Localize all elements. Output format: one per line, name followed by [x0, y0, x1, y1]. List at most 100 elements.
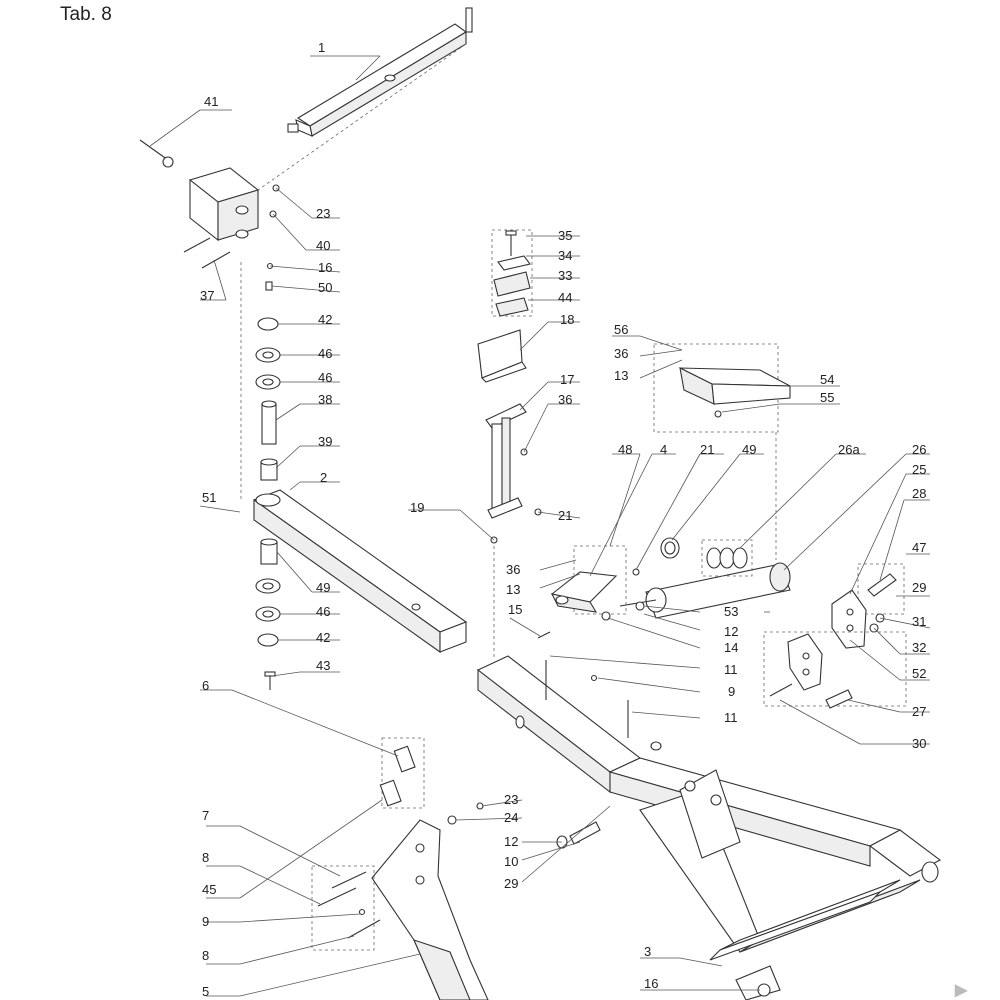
callout-7: 7	[202, 808, 209, 823]
part-15-pin	[537, 631, 551, 639]
part-26-cylinder	[619, 562, 791, 619]
part-46-washer-2	[255, 374, 281, 390]
callout-49: 49	[742, 442, 756, 457]
callout-labels: 1 41 23 40 16 37 50 42 46 46 38 39 51 2 …	[200, 40, 926, 999]
callout-8: 8	[202, 948, 209, 963]
callout-14: 14	[724, 640, 738, 655]
callout-46: 46	[318, 370, 332, 385]
part-38-bushing	[261, 400, 277, 445]
callout-6: 6	[202, 678, 209, 693]
part-44-clamp-half	[495, 297, 529, 317]
part-28-pin	[867, 573, 897, 597]
part-25-plate	[831, 589, 867, 649]
callout-35: 35	[558, 228, 572, 243]
callout-10: 10	[504, 854, 518, 869]
seal-kit-box	[701, 539, 753, 577]
callout-36: 36	[614, 346, 628, 361]
part-10-pin	[569, 821, 601, 845]
callout-42: 42	[318, 312, 332, 327]
callout-3: 3	[644, 944, 651, 959]
part-55-screw	[714, 410, 722, 418]
part-26a-seals	[706, 547, 748, 569]
callout-2: 2	[320, 470, 327, 485]
callout-36: 36	[506, 562, 520, 577]
callout-43: 43	[316, 658, 330, 673]
brand-logo-mark: ▶	[955, 982, 968, 999]
callout-39: 39	[318, 434, 332, 449]
part-33-clamp-half	[493, 271, 531, 297]
part-21-nut-a	[534, 508, 542, 516]
callout-54: 54	[820, 372, 834, 387]
callout-55: 55	[820, 390, 834, 405]
callout-24: 24	[504, 810, 518, 825]
callout-12: 12	[724, 624, 738, 639]
part-1-tow-tube	[287, 7, 473, 137]
callout-15: 15	[508, 602, 522, 617]
group-45-box	[311, 865, 375, 951]
part-52-plate	[787, 633, 823, 691]
callout-21: 21	[558, 508, 572, 523]
part-9-spring-pin	[590, 674, 598, 682]
callout-36: 36	[558, 392, 572, 407]
callout-34: 34	[558, 248, 572, 263]
callout-44: 44	[558, 290, 572, 305]
part-50-fitting	[265, 281, 273, 291]
part-35-bolt	[505, 230, 517, 256]
callout-31: 31	[912, 614, 926, 629]
group-30-box	[763, 631, 907, 707]
callout-18: 18	[560, 312, 574, 327]
part-40-clevis	[188, 167, 260, 242]
part-4-bracket	[550, 571, 618, 613]
callout-23: 23	[504, 792, 518, 807]
callout-9: 9	[202, 914, 209, 929]
hose-clamp-group-box	[491, 229, 533, 317]
callout-40: 40	[316, 238, 330, 253]
callout-26a: 26a	[838, 442, 860, 457]
part-11-pins	[545, 660, 629, 738]
part-18-bracket	[477, 329, 527, 383]
callout-52: 52	[912, 666, 926, 681]
part-14-fitting	[601, 611, 611, 621]
callout-51: 51	[202, 490, 216, 505]
part-2-swivel-arm	[252, 489, 468, 654]
callout-56: 56	[614, 322, 628, 337]
part-42-washer-bottom	[257, 633, 279, 647]
callout-21: 21	[700, 442, 714, 457]
callout-23: 23	[316, 206, 330, 221]
callout-17: 17	[560, 372, 574, 387]
callout-49: 49	[316, 580, 330, 595]
callout-30: 30	[912, 736, 926, 751]
callout-32: 32	[912, 640, 926, 655]
part-9-clip	[358, 908, 366, 916]
part-7-8-bolts	[317, 871, 381, 939]
callout-13: 13	[614, 368, 628, 383]
callout-48: 48	[618, 442, 632, 457]
part-30-bolt	[769, 683, 793, 697]
part-34-plate	[497, 255, 531, 271]
part-42-washer-top	[257, 317, 279, 331]
callout-27: 27	[912, 704, 926, 719]
part-5-stand	[371, 819, 489, 1000]
callout-50: 50	[318, 280, 332, 295]
callout-46: 46	[316, 604, 330, 619]
part-27-pin	[825, 689, 853, 709]
part-49-ring	[660, 537, 680, 559]
callout-42: 42	[316, 630, 330, 645]
part-24-washer	[447, 815, 457, 825]
callout-41: 41	[204, 94, 218, 109]
callout-11: 11	[724, 662, 738, 677]
part-49-bushing-lower	[260, 538, 278, 565]
part-54-cover	[679, 367, 791, 405]
callout-46: 46	[318, 346, 332, 361]
callout-12: 12	[504, 834, 518, 849]
part-21-nut-b	[632, 568, 640, 576]
callout-28: 28	[912, 486, 926, 501]
part-41-pin	[139, 139, 174, 168]
callout-29: 29	[912, 580, 926, 595]
callout-26: 26	[912, 442, 926, 457]
page-title: Tab. 8	[60, 4, 112, 25]
callout-25: 25	[912, 462, 926, 477]
part-6-bushings	[379, 745, 416, 807]
part-46-washer-3	[255, 578, 281, 594]
